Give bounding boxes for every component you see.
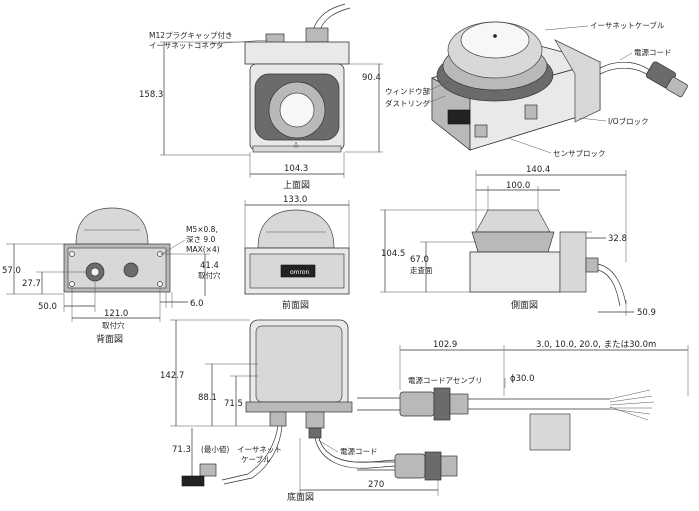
- dim-cable-lengths: 3.0, 10.0, 20.0, または30.0m: [536, 340, 656, 350]
- front-view-head: [257, 209, 335, 249]
- dim-50: 50.0: [38, 302, 57, 312]
- dim-50-9: 50.9: [637, 308, 656, 318]
- front-view-omron-badge: [280, 264, 316, 278]
- label-sensor-block: センサブロック: [553, 148, 606, 158]
- back-view: [63, 207, 171, 293]
- dim-71-3: 71.3: [172, 445, 191, 455]
- label-screw-1: M5×0.8,: [186, 225, 218, 234]
- cord-label-tag: [529, 413, 571, 451]
- label-io-block: I/Oブロック: [608, 116, 649, 126]
- bottom-view-title: 底面図: [287, 491, 314, 503]
- omron-logo-text: omron: [290, 269, 310, 276]
- iso-view: [430, 21, 688, 151]
- side-view-io-block: [559, 231, 587, 293]
- top-view-gland: [305, 27, 329, 43]
- front-view-title: 前面図: [282, 299, 309, 311]
- iso-io-block: [554, 39, 601, 123]
- label-scan-plane: 走査面: [410, 265, 433, 275]
- label-mount-hole: 取付穴: [198, 270, 221, 280]
- dim-32-8: 32.8: [608, 234, 627, 244]
- label-power-cord-bottom: 電源コード: [340, 447, 378, 456]
- side-view: [469, 209, 627, 307]
- dim-133: 133.0: [283, 195, 307, 205]
- label-power-cord: 電源コード: [634, 48, 672, 57]
- window-lens: [279, 92, 315, 128]
- mount-hole: [157, 281, 163, 287]
- cord-connector-body: [399, 391, 435, 417]
- label-dust-ring: ダストリング: [385, 98, 430, 108]
- label-screw-3: MAX(×4): [186, 245, 220, 254]
- back-view-port-2: [123, 262, 139, 278]
- top-view-title: 上面図: [283, 180, 310, 191]
- dim-71-5: 71.5: [224, 399, 243, 409]
- top-view: [244, 3, 351, 153]
- front-view: omron: [244, 209, 350, 295]
- side-view-head: [475, 209, 551, 233]
- label-power-cord-assembly: 電源コードアセンブリ: [408, 375, 483, 385]
- dim-158-3: 158.3: [139, 90, 163, 100]
- back-view-title: 背面図: [96, 333, 123, 345]
- top-view-sensor-head: [244, 41, 350, 65]
- dim-270: 270: [368, 480, 384, 490]
- dim-27-7: 27.7: [22, 279, 41, 289]
- bottom-view-ethernet-port: [269, 411, 287, 427]
- back-view-head: [75, 207, 149, 245]
- cord-plug-body: [394, 453, 426, 479]
- dim-phi-30: ϕ30.0: [510, 374, 535, 384]
- dim-100: 100.0: [506, 181, 530, 191]
- iso-omron-badge: [447, 109, 471, 125]
- bottom-view-ethernet-plug: [199, 463, 217, 477]
- mount-hole: [69, 251, 75, 257]
- dim-142-7: 142.7: [160, 371, 184, 381]
- dim-90-4: 90.4: [362, 73, 381, 83]
- bottom-view-power-port: [305, 411, 325, 429]
- side-view-title: 側面図: [511, 299, 538, 311]
- label-screw-2: 深さ 9.0: [186, 235, 216, 244]
- cord-connector-nut: [433, 387, 451, 421]
- power-cord-assembly: [357, 387, 655, 481]
- label-eth-cable-1: イーサネット: [237, 445, 282, 454]
- bottom-view: [181, 319, 396, 487]
- dim-140-4: 140.4: [526, 165, 550, 175]
- dim-67: 67.0: [410, 255, 429, 265]
- label-eth-cable-2: ケーブル: [241, 454, 271, 464]
- mount-hole: [69, 281, 75, 287]
- label-m12-cap: M12プラグキャップ付き: [149, 30, 233, 40]
- side-view-body: [469, 251, 561, 293]
- label-ethernet-connector: イーサネットコネクタ: [149, 41, 224, 50]
- label-min-value: (最小値): [201, 444, 229, 454]
- dim-6: 6.0: [190, 299, 204, 309]
- dim-104-3: 104.3: [284, 164, 308, 174]
- top-view-cable: [312, 3, 346, 31]
- dim-88-1: 88.1: [198, 393, 217, 403]
- label-ethernet-cable: イーサネットケーブル: [590, 20, 665, 30]
- dim-41-4: 41.4: [200, 261, 219, 271]
- label-window: ウィンドウ部: [385, 86, 430, 96]
- dim-104-5: 104.5: [381, 249, 405, 259]
- dim-102-9: 102.9: [433, 340, 457, 350]
- side-view-connector: [585, 257, 599, 273]
- dim-121: 121.0: [104, 309, 128, 319]
- dim-57: 57.0: [2, 266, 21, 276]
- label-mount-hole-2: 取付穴: [102, 320, 125, 330]
